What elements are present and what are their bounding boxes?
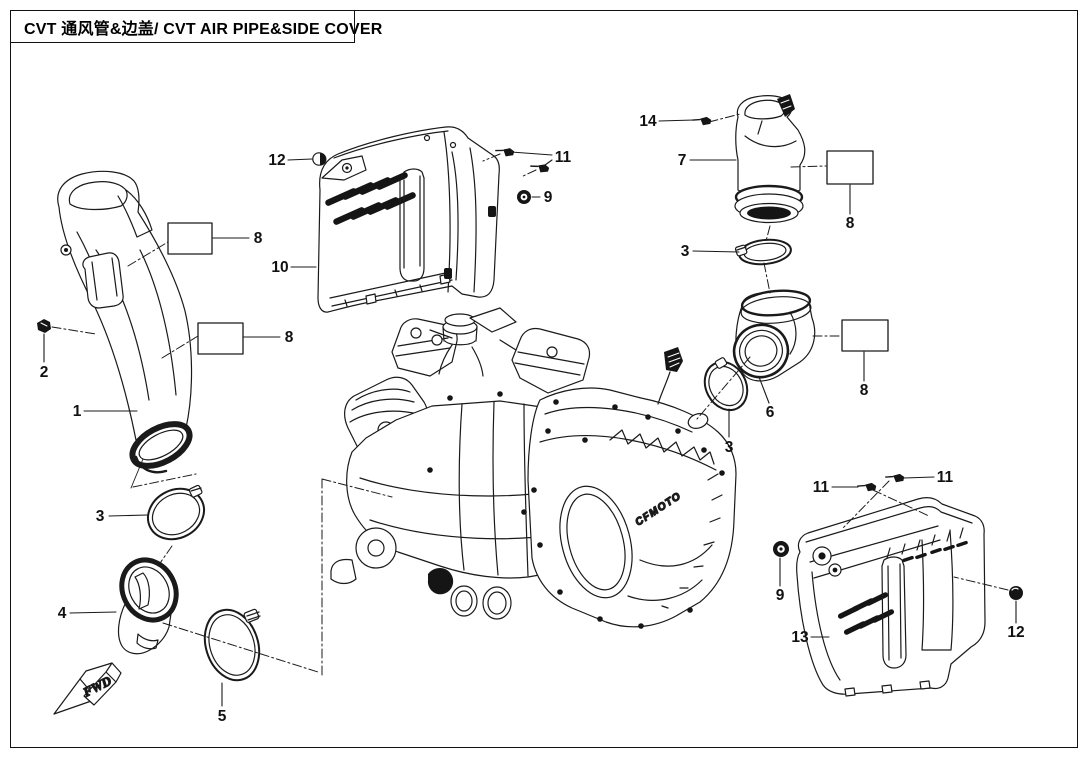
callout-8a: 8	[254, 230, 263, 247]
page-border	[10, 10, 1078, 748]
part-3-clamp-lower	[147, 484, 205, 541]
part-11-screw-a	[495, 148, 515, 157]
callout-1: 1	[73, 403, 82, 420]
callout-9b: 9	[776, 587, 785, 604]
callout-12b: 12	[1007, 624, 1024, 641]
callout-leader-lines	[43, 119, 1017, 707]
part-8-label-box-c	[826, 150, 874, 185]
part-4-rubber-boot	[117, 557, 179, 655]
callout-14: 14	[639, 113, 657, 130]
callout-8c: 8	[846, 215, 855, 232]
callout-11c: 11	[937, 469, 954, 486]
part-9-grommet-b	[773, 541, 789, 557]
part-8-label-box-d	[841, 319, 889, 352]
part-11-screw-d	[885, 473, 905, 483]
part-2-nut	[37, 319, 51, 333]
part-11-screw-b	[530, 164, 550, 173]
callout-8d: 8	[860, 382, 869, 399]
callout-3a: 3	[681, 243, 690, 260]
callout-6: 6	[766, 404, 775, 421]
cover-13-grilles	[902, 540, 968, 563]
callout-12a: 12	[268, 152, 285, 169]
assembly-axis-lines	[51, 113, 1009, 676]
callout-labels: 1 2 3 3 3 4 5 6 7 8 8 8 8 9 9 10 11 11 1…	[40, 113, 1025, 725]
page-title: CVT 通风管&边盖/ CVT AIR PIPE&SIDE COVER	[24, 20, 383, 38]
part-1-air-inlet-pipe	[57, 170, 193, 474]
part-8-label-box-a	[167, 222, 213, 255]
part-12-rivet-b	[1009, 586, 1023, 600]
part-8-label-boxes	[167, 150, 889, 355]
engine-illustration: CFMOTO	[330, 307, 737, 629]
callout-5: 5	[218, 708, 227, 725]
part-11-screw-c	[857, 482, 877, 492]
callout-13: 13	[791, 629, 809, 646]
callout-2: 2	[40, 364, 49, 381]
title-block: CVT 通风管&边盖/ CVT AIR PIPE&SIDE COVER	[10, 10, 382, 43]
part-12-rivet-a	[312, 152, 327, 166]
callout-3b: 3	[725, 439, 734, 456]
callout-9a: 9	[544, 189, 553, 206]
callout-10: 10	[271, 259, 288, 276]
callout-3c: 3	[96, 508, 105, 525]
callout-4: 4	[58, 605, 67, 622]
part-13-side-cover	[796, 497, 986, 697]
callout-7: 7	[678, 152, 687, 169]
callout-11b: 11	[813, 479, 830, 496]
callout-11a: 11	[555, 149, 572, 166]
engine-bolts	[427, 391, 725, 629]
part-9-grommet-a	[517, 190, 531, 204]
axis-jog-line	[130, 458, 144, 489]
fwd-arrow: FWD	[53, 662, 122, 715]
part-14-screw	[692, 116, 712, 126]
part-3-clamp-upper	[734, 238, 792, 266]
part-8-label-box-b	[197, 322, 244, 355]
callout-8b: 8	[285, 329, 294, 346]
part-7-air-duct	[734, 94, 806, 224]
part-10-cvt-cover	[317, 126, 500, 313]
part-6-elbow	[732, 289, 816, 382]
